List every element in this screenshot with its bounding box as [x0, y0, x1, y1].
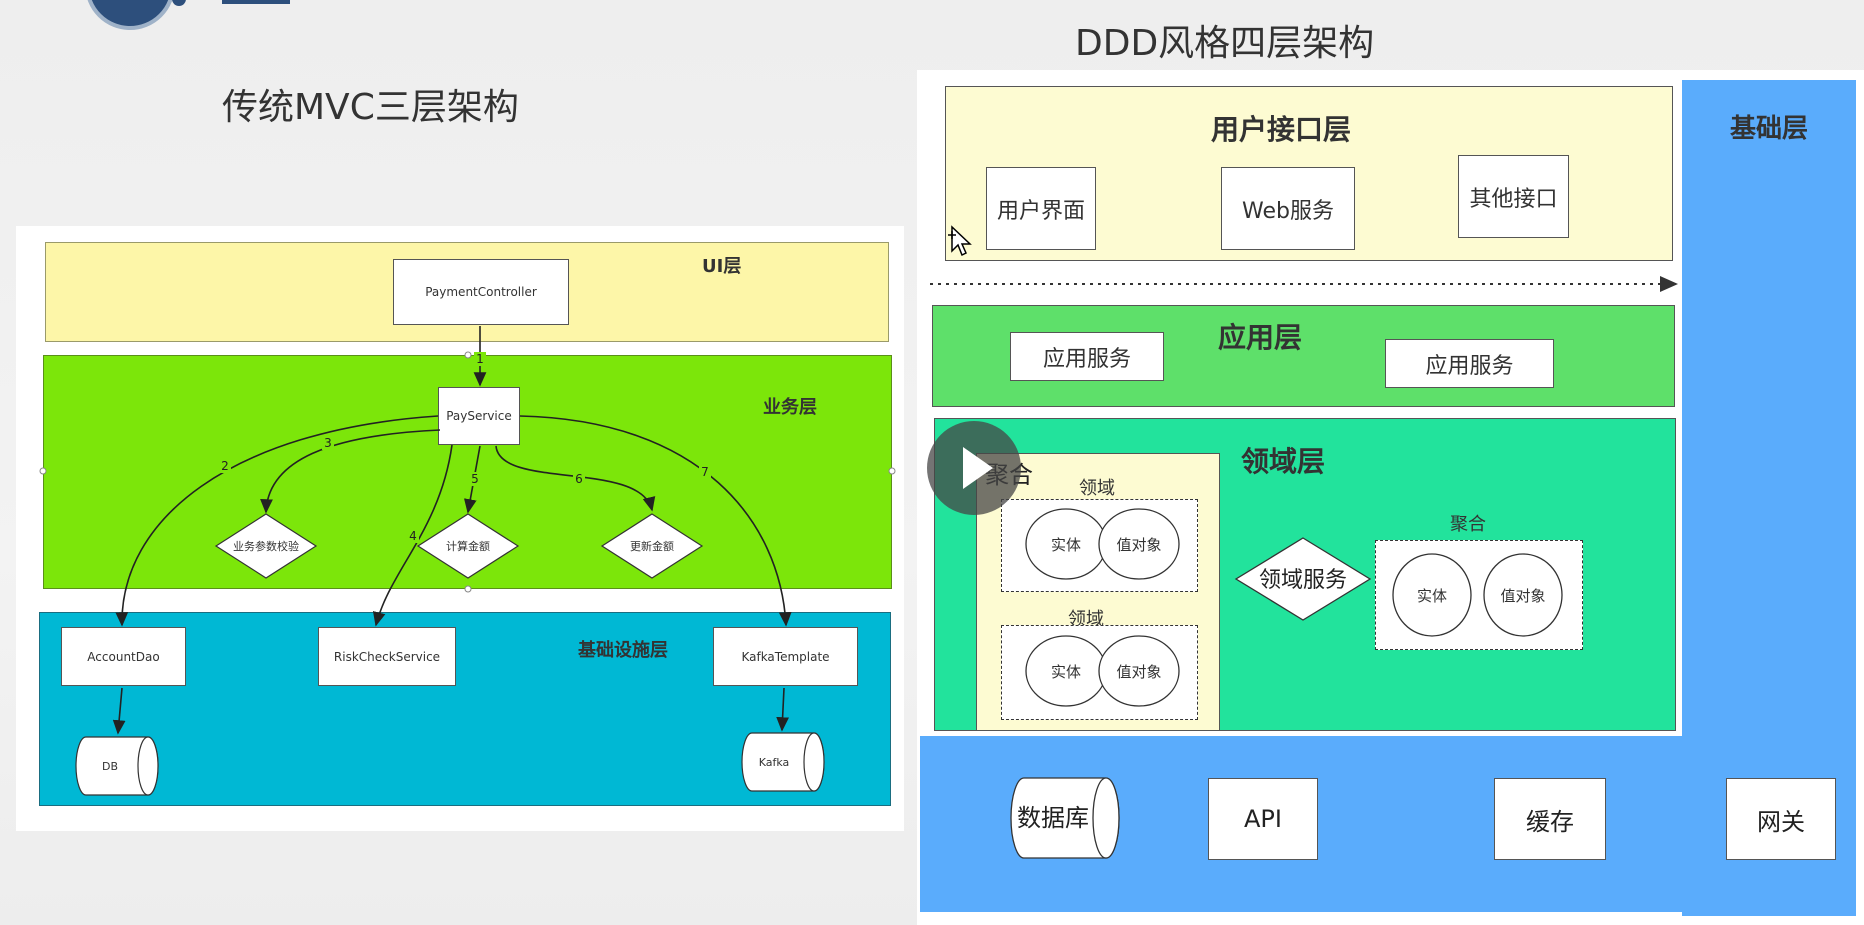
edge-db [112, 687, 126, 735]
edge-6 [495, 445, 656, 512]
mvc-diagram-graphics: 1 2 3 4 5 6 7 业务参数校验 计算金额 更新金额 DB Kafka [39, 326, 896, 796]
web-service-box: Web服务 [1221, 167, 1355, 250]
edge-label-7: 7 [701, 465, 709, 479]
kafka-cylinder [741, 732, 825, 792]
value-object-label-1: 值对象 [1116, 536, 1161, 554]
account-dao-box: AccountDao [61, 627, 186, 686]
edge-label-1: 1 [476, 352, 484, 366]
risk-check-service-box: RiskCheckService [318, 627, 456, 686]
entity-label-1: 实体 [1051, 536, 1081, 554]
decision-calc-label: 计算金额 [446, 539, 490, 553]
domain-service-label: 领域服务 [1259, 568, 1347, 593]
video-play-button[interactable] [927, 421, 1021, 515]
value-object-ellipse-1 [1098, 508, 1180, 580]
decision-validate [214, 513, 318, 579]
other-interface-box: 其他接口 [1458, 155, 1569, 238]
infra-layer-label: 基础设施层 [578, 640, 668, 661]
domain-label-2: 领域 [1068, 609, 1104, 630]
entity-label-2: 实体 [1051, 663, 1081, 681]
pay-service-box: PayService [438, 387, 520, 445]
decision-update-label: 更新金额 [630, 539, 674, 553]
decision-calc [416, 513, 520, 579]
payment-controller-box: PaymentController [393, 259, 569, 325]
entity-ellipse-3 [1392, 553, 1472, 637]
ddd-title: DDD风格四层架构 [1075, 23, 1375, 64]
edge-label-4: 4 [409, 529, 417, 543]
domain-layer-label: 领域层 [1241, 445, 1326, 478]
edge-7 [519, 415, 792, 627]
app-service-box-1: 应用服务 [1010, 332, 1164, 381]
cache-box: 缓存 [1494, 778, 1606, 860]
ui-layer-label: UI层 [702, 256, 742, 277]
user-ui-box: 用户界面 [986, 167, 1096, 250]
edge-2 [115, 415, 439, 627]
database-cylinder [1010, 777, 1120, 859]
edge-label-6: 6 [575, 472, 583, 486]
value-object-label-2: 值对象 [1116, 663, 1161, 681]
decision-validate-label: 业务参数校验 [233, 539, 299, 553]
api-box: API [1208, 778, 1318, 860]
mouse-cursor-icon [948, 225, 972, 257]
aggregate-right-label: 聚合 [1450, 514, 1486, 535]
decision-update [600, 513, 704, 579]
biz-layer-label: 业务层 [763, 397, 817, 418]
domain-service-diamond [1234, 537, 1372, 621]
edge-label-3: 3 [324, 436, 332, 450]
value-object-label-3: 值对象 [1500, 587, 1545, 605]
edge-label-5: 5 [471, 472, 479, 486]
gateway-box: 网关 [1726, 778, 1836, 860]
value-object-ellipse-2 [1098, 635, 1180, 707]
edge-4 [372, 444, 453, 627]
logo-dot-decoration [172, 0, 186, 6]
edge-3 [260, 429, 441, 514]
db-label: DB [102, 760, 118, 773]
user-interface-layer-label: 用户接口层 [1211, 113, 1352, 146]
value-object-ellipse-3 [1483, 553, 1563, 637]
app-service-box-2: 应用服务 [1385, 339, 1554, 388]
application-layer-label: 应用层 [1218, 321, 1303, 354]
edge-kafka [776, 687, 790, 732]
logo-bar-decoration [222, 0, 290, 4]
play-icon [963, 447, 993, 489]
entity-label-3: 实体 [1417, 587, 1447, 605]
kafka-template-box: KafkaTemplate [713, 627, 858, 686]
domain-label-1: 领域 [1079, 478, 1115, 499]
kafka-label: Kafka [759, 756, 790, 769]
database-label: 数据库 [1017, 804, 1089, 832]
edge-label-2: 2 [221, 459, 229, 473]
foundation-layer-label: 基础层 [1730, 114, 1809, 144]
db-cylinder [75, 736, 159, 796]
mvc-title: 传统MVC三层架构 [222, 87, 519, 128]
